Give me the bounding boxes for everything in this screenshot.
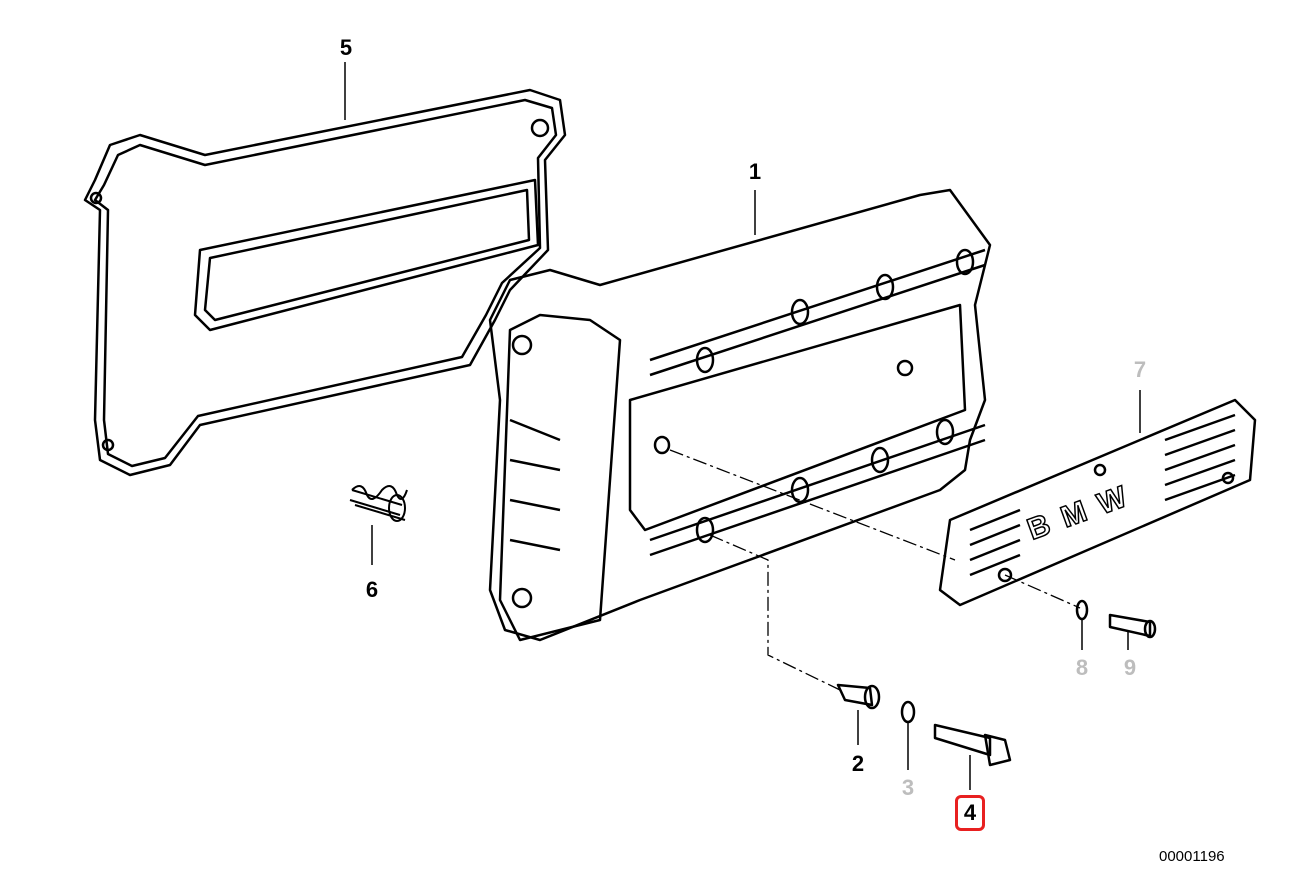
callout-5[interactable]: 5 xyxy=(339,35,353,60)
document-number: 00001196 xyxy=(1159,848,1225,865)
callout-7[interactable]: 7 xyxy=(1133,357,1147,382)
cover-logo-text: BMW xyxy=(1023,476,1144,547)
screw-part-9 xyxy=(1108,613,1157,650)
cover-plate-part-7 xyxy=(938,398,1257,607)
callout-8[interactable]: 8 xyxy=(1075,655,1089,680)
callout-3[interactable]: 3 xyxy=(901,775,915,800)
callout-4-selected[interactable]: 4 xyxy=(955,795,985,831)
callout-6[interactable]: 6 xyxy=(365,577,379,602)
callout-9[interactable]: 9 xyxy=(1123,655,1137,680)
bolt-part-4 xyxy=(933,723,1012,790)
washer-part-8 xyxy=(1075,599,1089,650)
valve-cover-part-1 xyxy=(488,188,992,642)
plug-part-2 xyxy=(836,683,881,745)
gasket-part-5 xyxy=(83,88,567,477)
callout-2[interactable]: 2 xyxy=(851,751,865,776)
callout-1[interactable]: 1 xyxy=(748,159,762,184)
washer-part-3 xyxy=(900,700,916,770)
spring-part-6 xyxy=(349,485,408,565)
